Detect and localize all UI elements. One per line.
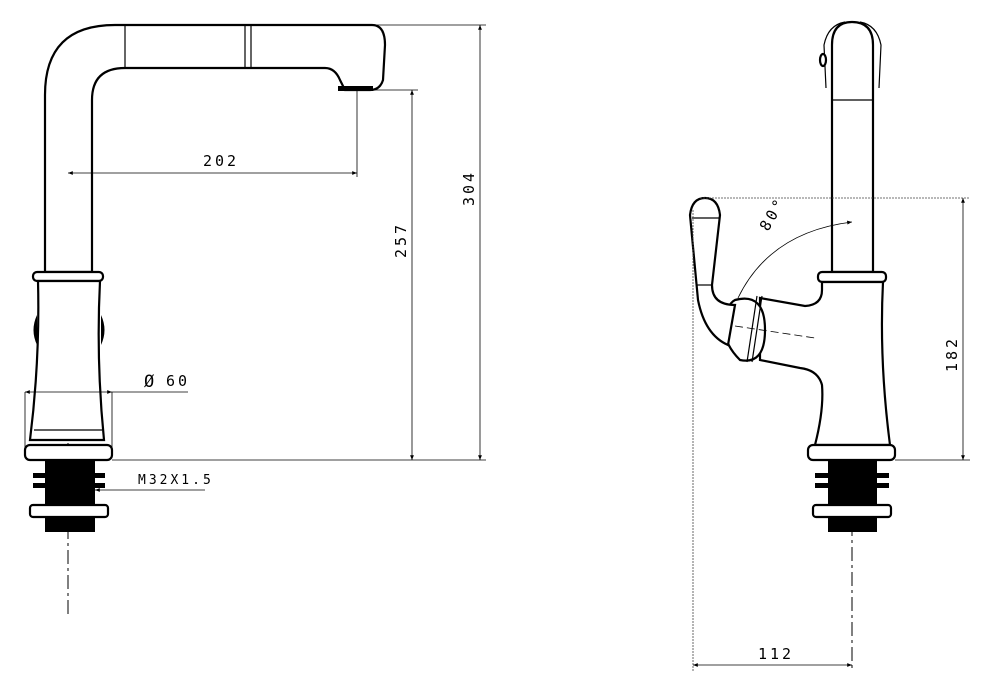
base-ring — [23, 443, 114, 462]
side-view: 80° 182 112 — [688, 20, 970, 672]
dim-lever-height-label: 182 — [943, 336, 961, 372]
angle-label: 80° — [756, 194, 790, 234]
thread-label: M32X1.5 — [138, 473, 214, 488]
dim-diameter-label: 60 — [166, 372, 190, 390]
spout — [43, 23, 387, 274]
side-top-ring — [816, 270, 888, 284]
dim-lever-reach-label: 112 — [758, 645, 794, 663]
dim-reach-label: 202 — [203, 152, 239, 170]
top-ring — [31, 270, 105, 283]
aerator — [338, 86, 373, 91]
lever-handle — [688, 196, 737, 347]
side-threaded-shank — [828, 460, 877, 532]
front-view: 202 257 304 Ø 60 M32X1.5 — [23, 23, 486, 615]
dim-total-height-label: 304 — [460, 170, 478, 206]
spout-head — [823, 21, 882, 89]
side-base-ring — [806, 443, 897, 462]
threaded-shank — [45, 460, 95, 532]
washer — [28, 503, 110, 519]
side-body — [758, 280, 892, 447]
dim-spout-height-label: 257 — [392, 222, 410, 258]
diameter-symbol: Ø — [144, 372, 157, 392]
side-spout — [830, 20, 875, 274]
angle-arc — [737, 220, 853, 299]
body — [28, 279, 106, 442]
